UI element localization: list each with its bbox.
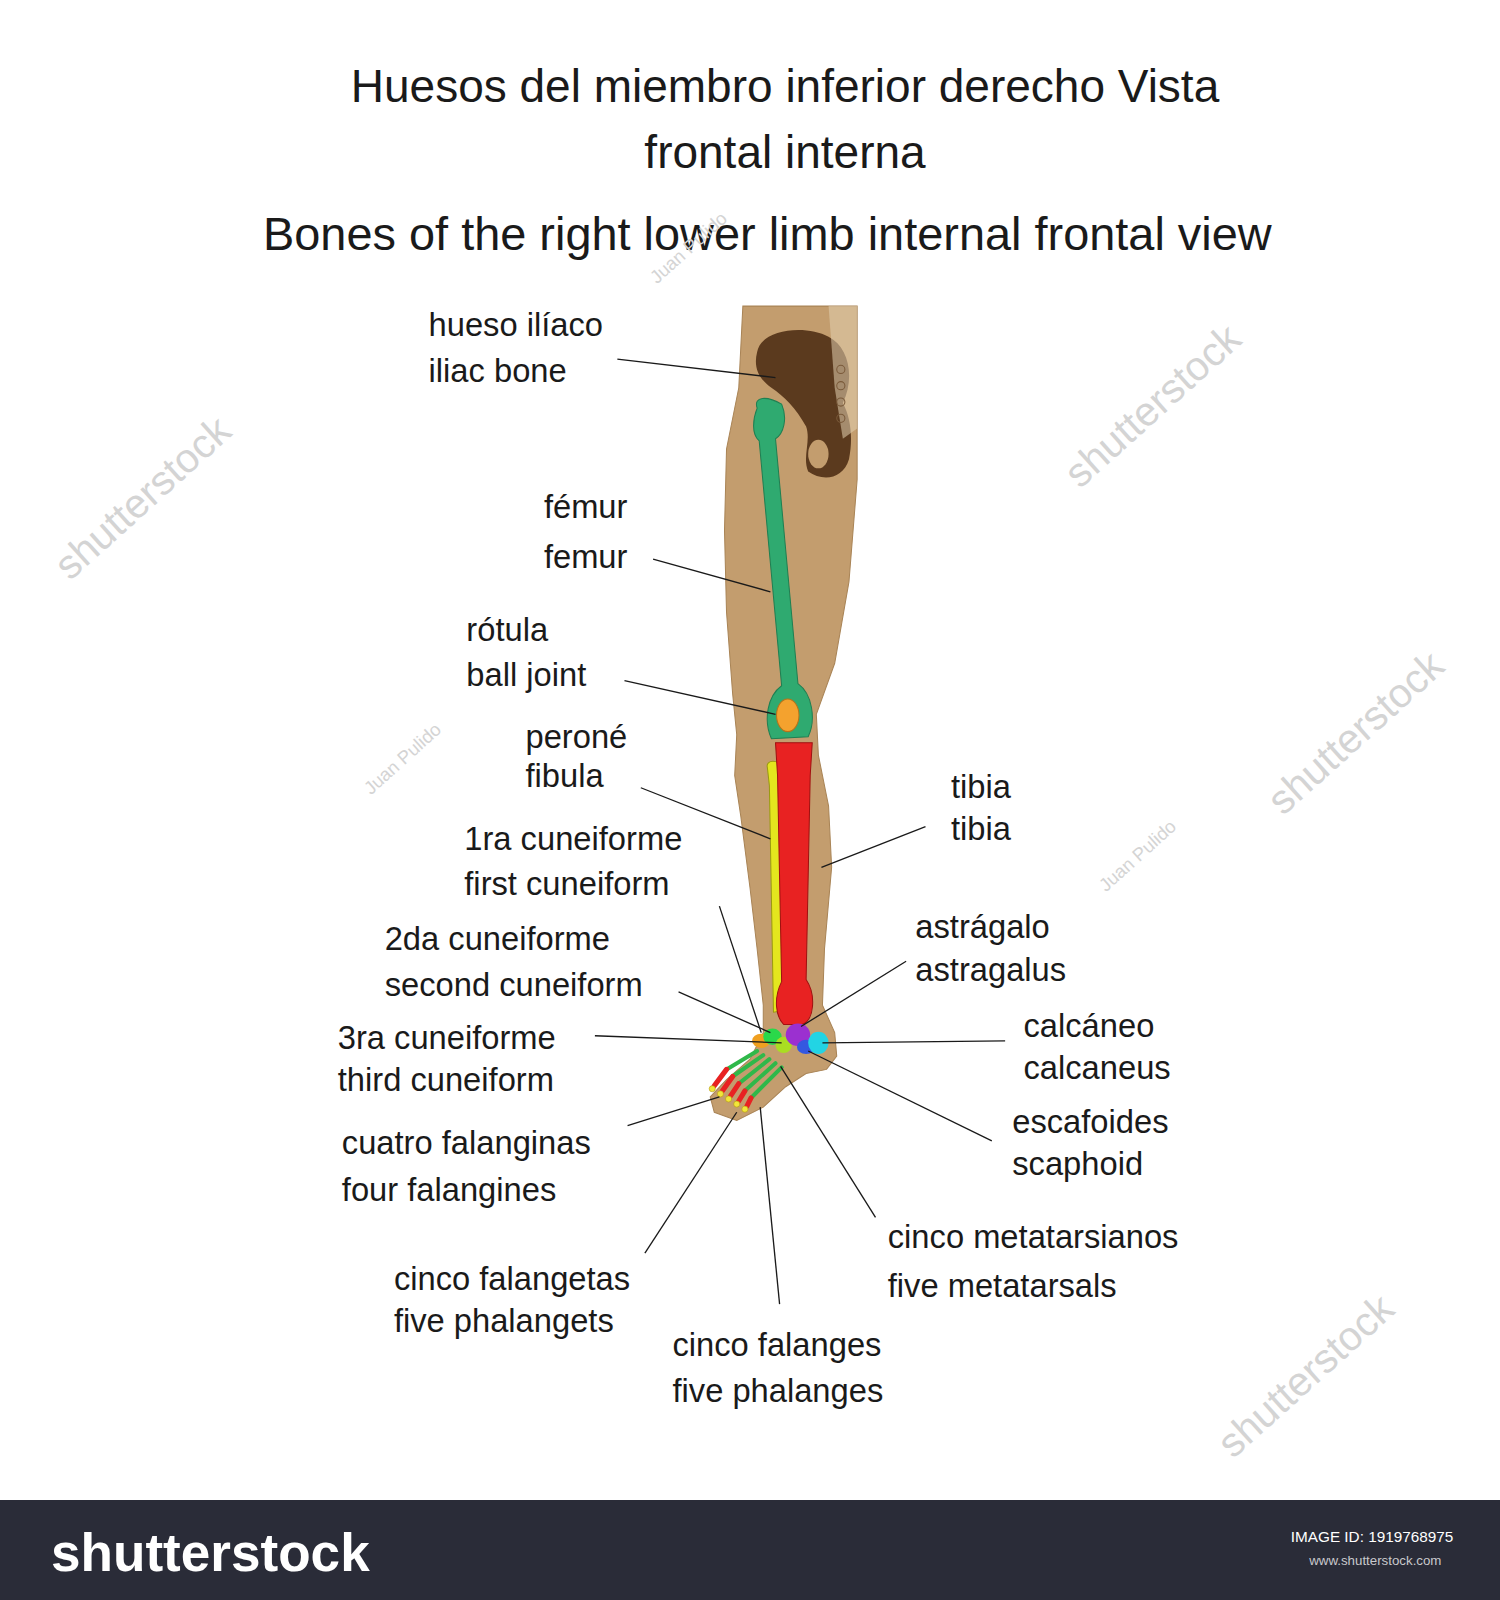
- part-name: rótula: [466, 612, 548, 648]
- phalanx: [722, 1077, 732, 1091]
- part-name: 2da cuneiforme: [385, 921, 610, 957]
- phalanget: [717, 1091, 723, 1097]
- watermark: shutterstock: [46, 408, 239, 589]
- phalanget: [726, 1096, 732, 1102]
- part-name: four falangines: [342, 1172, 556, 1208]
- obturator-foramen: [808, 440, 828, 469]
- femur: [754, 398, 813, 738]
- image-id: IMAGE ID: 1919768975: [1291, 1529, 1453, 1546]
- part-name: escafoides: [1012, 1104, 1168, 1140]
- part-name: calcaneus: [1023, 1050, 1170, 1086]
- part-name: femur: [544, 539, 628, 575]
- phalanx: [739, 1091, 745, 1101]
- footer-url: www.shutterstock.com: [1309, 1554, 1441, 1569]
- foot-bones: [709, 1051, 781, 1112]
- part-name: peroné: [526, 719, 628, 755]
- part-name: astrágalo: [915, 909, 1049, 945]
- part-name: fémur: [544, 489, 628, 525]
- part-name: five phalanges: [672, 1373, 883, 1409]
- part-name: cuatro falanginas: [342, 1125, 591, 1161]
- phalanget: [709, 1086, 715, 1092]
- subtitle: Bones of the right lower limb internal f…: [263, 209, 1272, 261]
- part-name: iliac bone: [429, 353, 567, 389]
- part-name: astragalus: [915, 952, 1066, 988]
- phalanx: [714, 1069, 726, 1085]
- part-name: hueso ilíaco: [429, 307, 603, 343]
- watermark: Juan Pulido: [361, 719, 446, 798]
- tibia: [776, 743, 813, 1025]
- part-name: cinco metatarsianos: [888, 1219, 1179, 1255]
- phalanget: [742, 1106, 748, 1112]
- part-name: calcáneo: [1023, 1008, 1154, 1044]
- sacrum: [829, 306, 858, 439]
- part-name: fibula: [526, 758, 604, 794]
- metatarsal: [751, 1067, 782, 1098]
- part-name: third cuneiform: [338, 1062, 554, 1098]
- phalanx: [731, 1084, 739, 1096]
- part-name: tibia: [951, 811, 1011, 847]
- patella: [777, 699, 799, 732]
- phalanget: [734, 1101, 740, 1107]
- footer-logo: shutterstock: [51, 1524, 370, 1582]
- part-name: cinco falangetas: [394, 1261, 630, 1297]
- part-name: five metatarsals: [888, 1268, 1117, 1304]
- part-name: 3ra cuneiforme: [338, 1020, 556, 1056]
- watermark: shutterstock: [1259, 642, 1452, 823]
- part-name: first cuneiform: [464, 866, 669, 902]
- leg-outline: [710, 306, 857, 1120]
- part-name: cinco falanges: [672, 1327, 881, 1363]
- sacral-holes: [837, 365, 845, 422]
- part-name: five phalangets: [394, 1303, 614, 1339]
- watermark: shutterstock: [1056, 316, 1249, 497]
- watermark: Juan Pulido: [1095, 816, 1180, 895]
- watermark: shutterstock: [1209, 1285, 1402, 1466]
- part-name: 1ra cuneiforme: [464, 821, 682, 857]
- part-name: ball joint: [466, 657, 586, 693]
- part-name: second cuneiform: [385, 967, 643, 1003]
- phalanx: [747, 1098, 751, 1106]
- part-name: tibia: [951, 769, 1011, 805]
- part-name: scaphoid: [1012, 1146, 1143, 1182]
- title: Huesos del miembro inferior derecho Vist…: [345, 53, 1225, 185]
- footer-bar: [0, 1500, 1500, 1600]
